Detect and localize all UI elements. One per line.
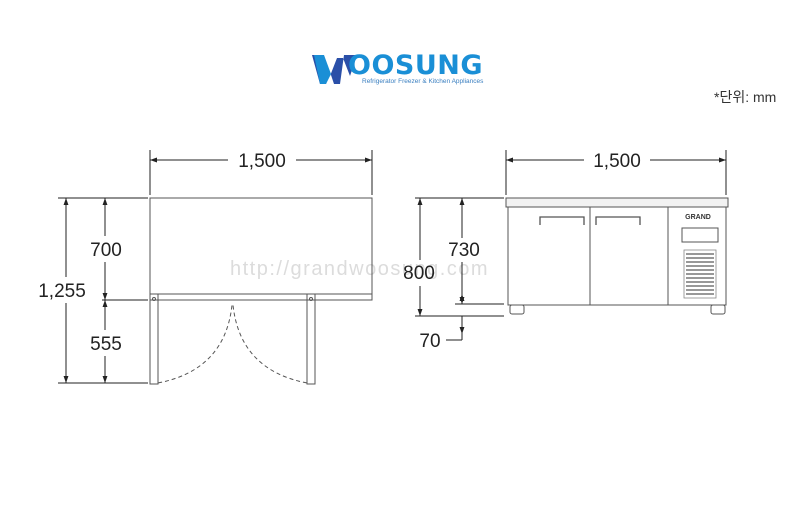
- ventilation-grille-icon: [683, 249, 717, 299]
- left-total-height-dimension: 1,255: [38, 197, 148, 384]
- right-body-height-dimension: 730: [448, 198, 504, 305]
- right-total-height-label: 800: [403, 263, 435, 284]
- right-leg-height-label: 70: [419, 331, 440, 352]
- right-leg-height-dimension: 70: [419, 294, 465, 352]
- brand-tagline: Refrigerator Freezer & Kitchen Appliance…: [362, 78, 484, 85]
- left-unit-outline: [149, 197, 373, 385]
- left-top-height-dimension: 700: [90, 198, 148, 301]
- right-total-height-dimension: 800: [403, 197, 504, 317]
- brand-wordmark: OOSUNG: [348, 50, 484, 81]
- watermark-text: http://grandwoosung.com: [230, 258, 489, 280]
- right-width-dimension: 1,500: [505, 150, 727, 195]
- left-width-label: 1,500: [238, 151, 286, 172]
- panel-brand-label: GRAND: [685, 214, 711, 221]
- left-bottom-height-dimension: 555: [90, 300, 122, 383]
- left-top-height-label: 700: [90, 240, 122, 261]
- right-unit-front: [505, 197, 729, 315]
- right-width-label: 1,500: [593, 151, 641, 172]
- right-body-height-label: 730: [448, 240, 480, 261]
- left-width-dimension: 1,500: [149, 150, 373, 195]
- unit-label: *단위: mm: [714, 89, 777, 105]
- woosung-logo-icon: [312, 55, 357, 84]
- left-bottom-height-label: 555: [90, 334, 122, 355]
- left-total-height-label: 1,255: [38, 281, 86, 302]
